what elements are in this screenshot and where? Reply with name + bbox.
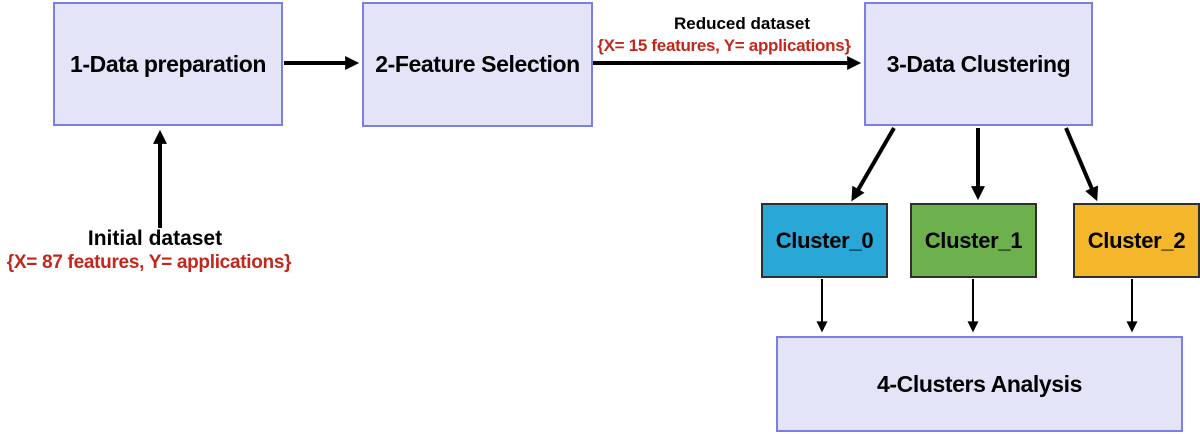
node-data-clustering-label: 3-Data Clustering [886,50,1071,77]
node-cluster-2-label: Cluster_2 [1087,227,1186,253]
node-feature-selection-label: 2-Feature Selection [375,51,580,77]
node-feature-selection: 2-Feature Selection [362,2,593,127]
node-cluster-0: Cluster_0 [761,203,888,278]
arrow-step3-cluster0 [851,126,896,202]
node-cluster-2: Cluster_2 [1073,203,1200,278]
arrow-step3-cluster2 [1064,127,1099,202]
node-cluster-1: Cluster_1 [910,203,1037,278]
initial-dataset-label: Initial dataset [87,227,223,250]
node-cluster-0-label: Cluster_0 [775,227,874,253]
node-cluster-1-label: Cluster_1 [924,227,1023,253]
reduced-dataset-detail: {X= 15 features, Y= applications} [597,36,851,55]
reduced-dataset-label: Reduced dataset [673,14,811,33]
node-clusters-analysis: 4-Clusters Analysis [776,336,1183,432]
initial-dataset-detail: {X= 87 features, Y= applications} [6,252,292,273]
node-data-clustering: 3-Data Clustering [864,2,1093,126]
node-data-preparation-label: 1-Data preparation [69,50,266,77]
node-clusters-analysis-label: 4-Clusters Analysis [876,370,1083,397]
node-data-preparation: 1-Data preparation [53,2,283,126]
